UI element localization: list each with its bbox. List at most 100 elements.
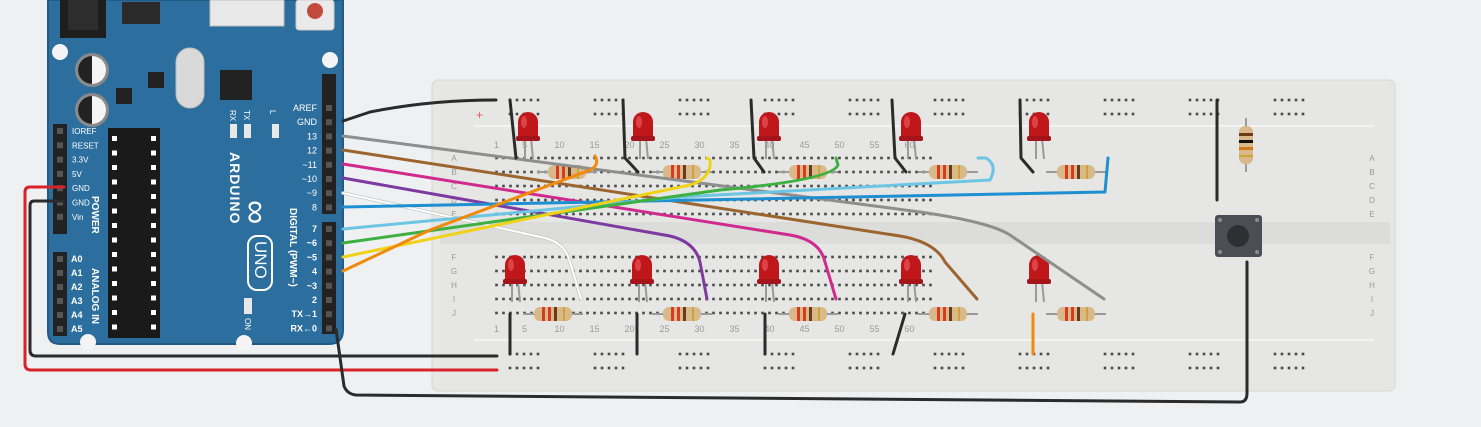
rail-hole[interactable] [1188,112,1192,116]
rail-hole[interactable] [621,366,625,370]
wire-led-cathode-4[interactable] [890,98,908,174]
breadboard-hole[interactable] [677,283,680,287]
breadboard-hole[interactable] [635,283,638,287]
breadboard-hole[interactable] [852,297,855,301]
breadboard-hole[interactable] [817,297,820,301]
breadboard-hole[interactable] [754,297,757,301]
wire-green[interactable] [341,156,840,245]
breadboard-hole[interactable] [831,212,834,216]
breadboard-hole[interactable] [817,156,820,160]
breadboard-hole[interactable] [607,212,610,216]
breadboard-hole[interactable] [803,184,806,188]
rail-hole[interactable] [522,352,526,356]
breadboard-hole[interactable] [789,297,792,301]
breadboard-hole[interactable] [628,255,631,259]
rail-hole[interactable] [685,352,689,356]
breadboard-hole[interactable] [817,283,820,287]
rail-hole[interactable] [770,352,774,356]
breadboard-hole[interactable] [880,255,883,259]
rail-hole[interactable] [1280,98,1284,102]
breadboard-hole[interactable] [726,269,729,273]
breadboard-hole[interactable] [761,283,764,287]
breadboard-hole[interactable] [572,156,575,160]
breadboard-hole[interactable] [495,184,498,188]
leds[interactable] [503,112,1051,303]
breadboard-hole[interactable] [887,297,890,301]
breadboard-hole[interactable] [880,170,883,174]
rail-hole[interactable] [536,98,540,102]
rail-hole[interactable] [848,352,852,356]
breadboard-hole[interactable] [838,311,841,315]
breadboard-hole[interactable] [873,212,876,216]
breadboard-hole[interactable] [852,198,855,202]
breadboard-hole[interactable] [558,269,561,273]
breadboard-hole[interactable] [915,283,918,287]
rail-hole[interactable] [1046,352,1050,356]
breadboard-hole[interactable] [838,212,841,216]
breadboard-hole[interactable] [719,269,722,273]
breadboard-hole[interactable] [922,283,925,287]
rail-hole[interactable] [954,98,958,102]
breadboard-hole[interactable] [698,283,701,287]
breadboard-hole[interactable] [607,269,610,273]
breadboard-hole[interactable] [523,198,526,202]
rail-hole[interactable] [1117,366,1121,370]
breadboard-hole[interactable] [845,311,848,315]
breadboard-hole[interactable] [649,255,652,259]
breadboard-hole[interactable] [719,255,722,259]
resistor[interactable] [918,307,978,321]
breadboard-hole[interactable] [817,184,820,188]
rail-hole[interactable] [1018,352,1022,356]
rail-hole[interactable] [1195,366,1199,370]
breadboard-hole[interactable] [782,269,785,273]
breadboard-hole[interactable] [600,212,603,216]
breadboard-hole[interactable] [502,255,505,259]
breadboard-hole[interactable] [866,269,869,273]
breadboard-hole[interactable] [684,297,687,301]
breadboard-hole[interactable] [579,156,582,160]
breadboard-hole[interactable] [614,269,617,273]
rail-hole[interactable] [933,352,937,356]
breadboard-hole[interactable] [663,156,666,160]
breadboard-hole[interactable] [530,198,533,202]
resistor[interactable] [778,307,838,321]
breadboard-hole[interactable] [838,156,841,160]
breadboard-hole[interactable] [754,283,757,287]
breadboard-hole[interactable] [880,269,883,273]
breadboard-hole[interactable] [712,311,715,315]
rail-hole[interactable] [777,366,781,370]
rail-hole[interactable] [848,112,852,116]
breadboard-hole[interactable] [495,198,498,202]
rail-hole[interactable] [1273,352,1277,356]
rail-hole[interactable] [855,112,859,116]
breadboard-hole[interactable] [635,184,638,188]
breadboard-hole[interactable] [642,311,645,315]
breadboard-hole[interactable] [691,184,694,188]
breadboard-hole[interactable] [642,156,645,160]
breadboard-hole[interactable] [495,297,498,301]
rail-hole[interactable] [777,98,781,102]
breadboard-hole[interactable] [894,212,897,216]
breadboard-hole[interactable] [838,297,841,301]
rail-hole[interactable] [678,112,682,116]
rail-hole[interactable] [1188,352,1192,356]
rail-hole[interactable] [1287,352,1291,356]
red-led[interactable] [899,255,923,303]
breadboard-hole[interactable] [901,212,904,216]
breadboard-hole[interactable] [894,311,897,315]
rail-hole[interactable] [614,112,618,116]
breadboard-hole[interactable] [768,297,771,301]
breadboard-hole[interactable] [789,269,792,273]
breadboard-hole[interactable] [593,297,596,301]
rail-hole[interactable] [1202,112,1206,116]
red-led[interactable] [516,112,540,160]
rail-hole[interactable] [614,352,618,356]
rail-hole[interactable] [876,98,880,102]
breadboard-hole[interactable] [698,212,701,216]
rail-hole[interactable] [784,352,788,356]
breadboard-hole[interactable] [866,297,869,301]
breadboard-hole[interactable] [607,156,610,160]
breadboard-hole[interactable] [530,156,533,160]
breadboard-hole[interactable] [621,255,624,259]
breadboard-hole[interactable] [873,156,876,160]
